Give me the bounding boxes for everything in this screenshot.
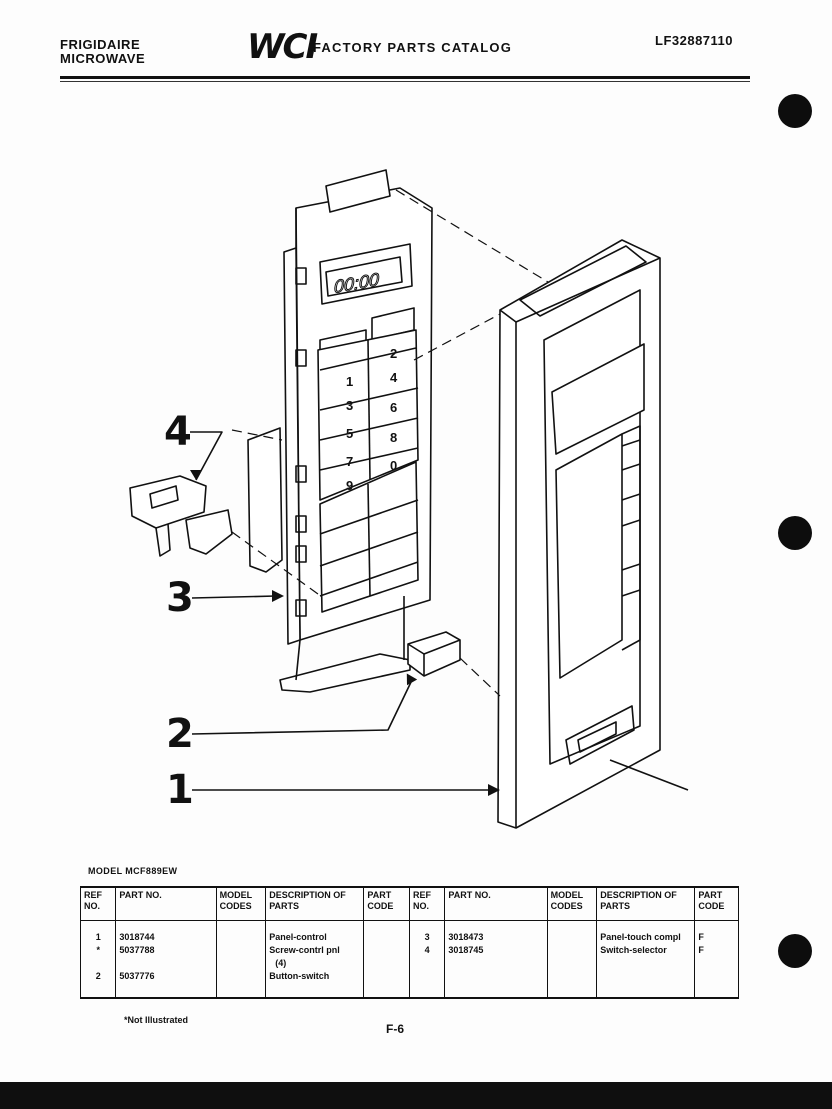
model-label: MODEL MCF889EW [88,866,178,876]
header-rule-thin [60,81,750,82]
right-part-code-cell: F F [694,920,739,999]
left-ref-cell: 1 * 2 [79,920,117,999]
col-part-code-2: PART CODE [694,886,739,921]
footnote: *Not Illustrated [124,1015,189,1025]
brand-line-1: FRIGIDAIRE [60,37,141,52]
parts-table: REF NO. PART NO. MODEL CODES DESCRIPTION… [79,886,739,999]
right-model-codes-cell [546,920,598,999]
left-model-codes-cell [215,920,267,999]
col-model-codes: MODEL CODES [215,886,267,921]
col-part-no-2: PART NO. [444,886,548,921]
col-ref-no-2: REF NO. [408,886,446,921]
punch-hole-icon [778,516,812,550]
keypad-digit: 6 [390,400,397,415]
right-desc-cell: Panel-touch compl Switch-selector [596,920,696,999]
table-row: 1 * 2 3018744 5037788 5037776 Panel-cont… [79,920,739,999]
col-part-no: PART NO. [115,886,217,921]
keypad-digit: 9 [346,478,353,493]
exploded-parts-diagram: 00:00 [129,169,689,829]
left-desc-cell: Panel-control Screw-contrl pnl (4) Butto… [265,920,365,999]
keypad-digit: 4 [390,370,398,385]
callout-3: 3 [166,575,194,621]
right-ref-cell: 3 4 [408,920,446,999]
callout-1: 1 [166,767,194,813]
col-part-code: PART CODE [363,886,410,921]
wci-logo: WCI [247,27,318,67]
document-number: LF32887110 [655,33,734,48]
keypad-digit: 7 [346,454,353,469]
col-ref-no: REF NO. [79,886,117,921]
page-number: F-6 [386,1022,404,1036]
right-part-cell: 3018473 3018745 [444,920,548,999]
keypad-digit: 5 [346,426,353,441]
keypad-digit: 1 [346,374,353,389]
catalog-title: FACTORY PARTS CATALOG [313,40,513,55]
col-description-2: DESCRIPTION OF PARTS [596,886,696,921]
callout-2: 2 [166,711,194,757]
brand-header: FRIGIDAIRE MICROWAVE [60,38,145,66]
keypad-digit: 2 [390,346,397,361]
punch-hole-icon [778,94,812,128]
punch-hole-icon [778,934,812,968]
table-header-row: REF NO. PART NO. MODEL CODES DESCRIPTION… [79,886,739,921]
callout-4: 4 [164,409,192,455]
brand-line-2: MICROWAVE [60,51,146,66]
scan-edge-bar [0,1082,832,1109]
col-model-codes-2: MODEL CODES [546,886,598,921]
keypad-digit: 8 [390,430,397,445]
col-description: DESCRIPTION OF PARTS [265,886,365,921]
left-part-cell: 3018744 5037788 5037776 [115,920,217,999]
keypad-digit: 0 [390,458,397,473]
left-part-code-cell [363,920,410,999]
keypad-digit: 3 [346,398,353,413]
header-rule [60,76,750,79]
